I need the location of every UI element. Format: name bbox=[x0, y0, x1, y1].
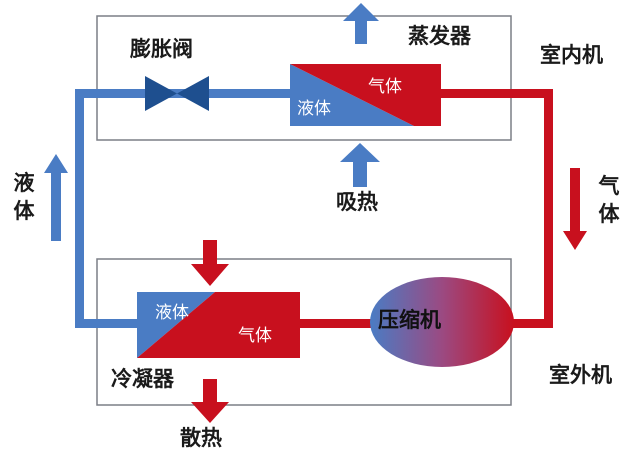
pipe-gas-middle bbox=[300, 319, 372, 328]
liquid-flow-arrow-up-icon bbox=[44, 154, 68, 241]
condenser-in-arrow-down-icon bbox=[191, 240, 229, 286]
indoor-unit-box bbox=[96, 15, 512, 141]
dissipate-heat-arrow-down-icon bbox=[191, 379, 229, 423]
condenser-label: 冷凝器 bbox=[111, 367, 174, 391]
condenser-gas-label: 气体 bbox=[238, 326, 272, 346]
pipe-gas-bottom bbox=[512, 319, 553, 328]
dissipate-heat-label: 散热 bbox=[180, 426, 222, 450]
evaporator-liquid-label: 液体 bbox=[297, 99, 331, 119]
gas-flow-arrow-down-icon bbox=[563, 168, 587, 250]
right-flow-label: 气体 bbox=[598, 174, 620, 226]
condenser-gas-part bbox=[137, 292, 300, 358]
evaporator bbox=[290, 64, 441, 126]
expansion-valve-label: 膨胀阀 bbox=[130, 37, 193, 61]
absorb-heat-arrow-up-icon bbox=[340, 143, 380, 187]
evaporator-gas-label: 气体 bbox=[368, 77, 402, 97]
pipe-liquid-bottom bbox=[75, 319, 137, 328]
expansion-valve-icon bbox=[145, 76, 209, 111]
pipe-liquid-left bbox=[75, 89, 84, 328]
evaporator-gas-part bbox=[290, 64, 441, 126]
left-flow-label: 液体 bbox=[13, 171, 35, 223]
heat-out-arrow-up-icon bbox=[343, 3, 379, 44]
indoor-unit-label: 室内机 bbox=[540, 43, 603, 67]
evaporator-label: 蒸发器 bbox=[408, 24, 471, 48]
condenser-liquid-label: 液体 bbox=[155, 303, 189, 323]
absorb-heat-label: 吸热 bbox=[336, 190, 378, 214]
compressor bbox=[370, 277, 514, 367]
compressor-label: 压缩机 bbox=[378, 308, 441, 332]
pipe-gas-right bbox=[544, 89, 553, 328]
condenser bbox=[137, 292, 300, 358]
pipe-gas-top bbox=[441, 89, 553, 98]
outdoor-unit-label: 室外机 bbox=[549, 363, 612, 387]
